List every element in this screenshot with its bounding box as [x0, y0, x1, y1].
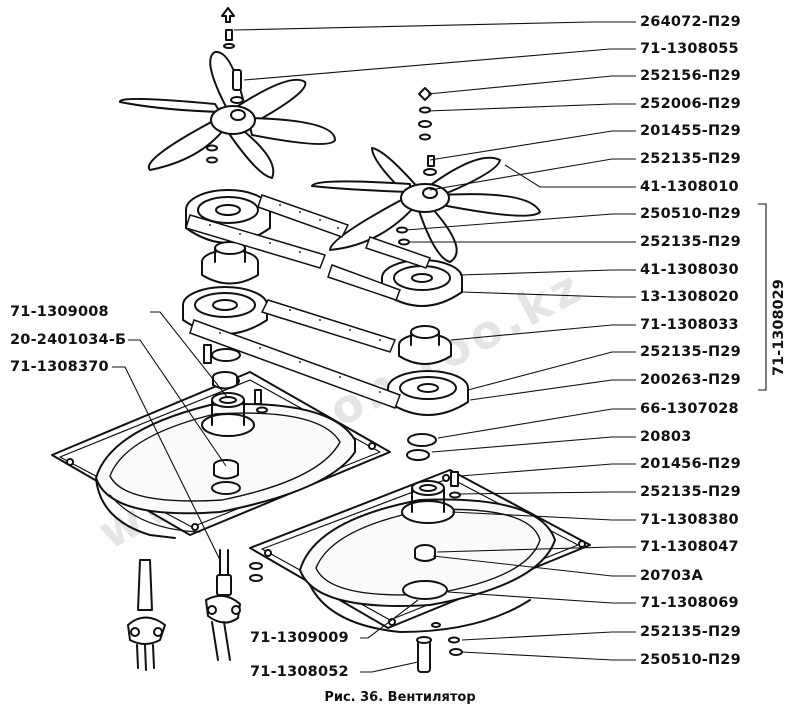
part-label: 71-1308033: [640, 317, 739, 333]
part-label: 200263-П29: [640, 372, 741, 388]
part-label: 252135-П29: [640, 484, 741, 500]
part-label: 252156-П29: [640, 68, 741, 84]
part-label: 20-2401034-Б: [10, 332, 127, 348]
v-belts: [185, 194, 431, 409]
right-fan-impeller: [311, 147, 541, 263]
part-label: 41-1308030: [640, 262, 739, 278]
part-label: 252135-П29: [640, 624, 741, 640]
part-label: 252135-П29: [640, 234, 741, 250]
left-fan-impeller: [118, 50, 336, 179]
right-lower-pulley: [387, 370, 469, 416]
part-label: 201455-П29: [640, 123, 741, 139]
part-label: 71-1308370: [10, 359, 109, 375]
part-label: 250510-П29: [640, 206, 741, 222]
part-label: 20803: [640, 429, 692, 445]
part-label: 71-1309008: [10, 304, 109, 320]
right-hub: [398, 325, 452, 365]
right-bearing-housing: [401, 433, 455, 524]
part-label: 71-1308052: [250, 664, 349, 680]
drive-shaft: [127, 549, 263, 671]
left-bearing-housing: [201, 348, 255, 437]
part-label: 264072-П29: [640, 14, 741, 30]
part-label: 252135-П29: [640, 344, 741, 360]
part-label: 20703А: [640, 568, 703, 584]
part-label: 71-1309009: [250, 630, 349, 646]
left-lower-pulley: [182, 286, 268, 335]
part-label: 71-1308380: [640, 512, 739, 528]
part-label: 250510-П29: [640, 652, 741, 668]
part-label: 41-1308010: [640, 179, 739, 195]
part-label: 252135-П29: [640, 151, 741, 167]
right-upper-pulley: [381, 259, 463, 307]
part-label: 252006-П29: [640, 96, 741, 112]
figure-caption: Рис. 36. Вентилятор: [324, 690, 476, 705]
part-label: 71-1308069: [640, 595, 739, 611]
part-label: 66-1307028: [640, 401, 739, 417]
leader-lines: [112, 21, 767, 673]
part-label: 13-1308020: [640, 289, 739, 305]
part-label: 71-1308055: [640, 41, 739, 57]
part-label: 201456-П29: [640, 456, 741, 472]
right-lower-parts: [402, 544, 448, 673]
assembly-bracket-label: 71-1308029: [771, 279, 787, 376]
left-fan-housing: [51, 371, 391, 539]
belt-texture: [209, 204, 381, 393]
left-lower-bushings: [211, 459, 241, 495]
part-label: 71-1308047: [640, 539, 739, 555]
left-hub: [201, 241, 259, 285]
